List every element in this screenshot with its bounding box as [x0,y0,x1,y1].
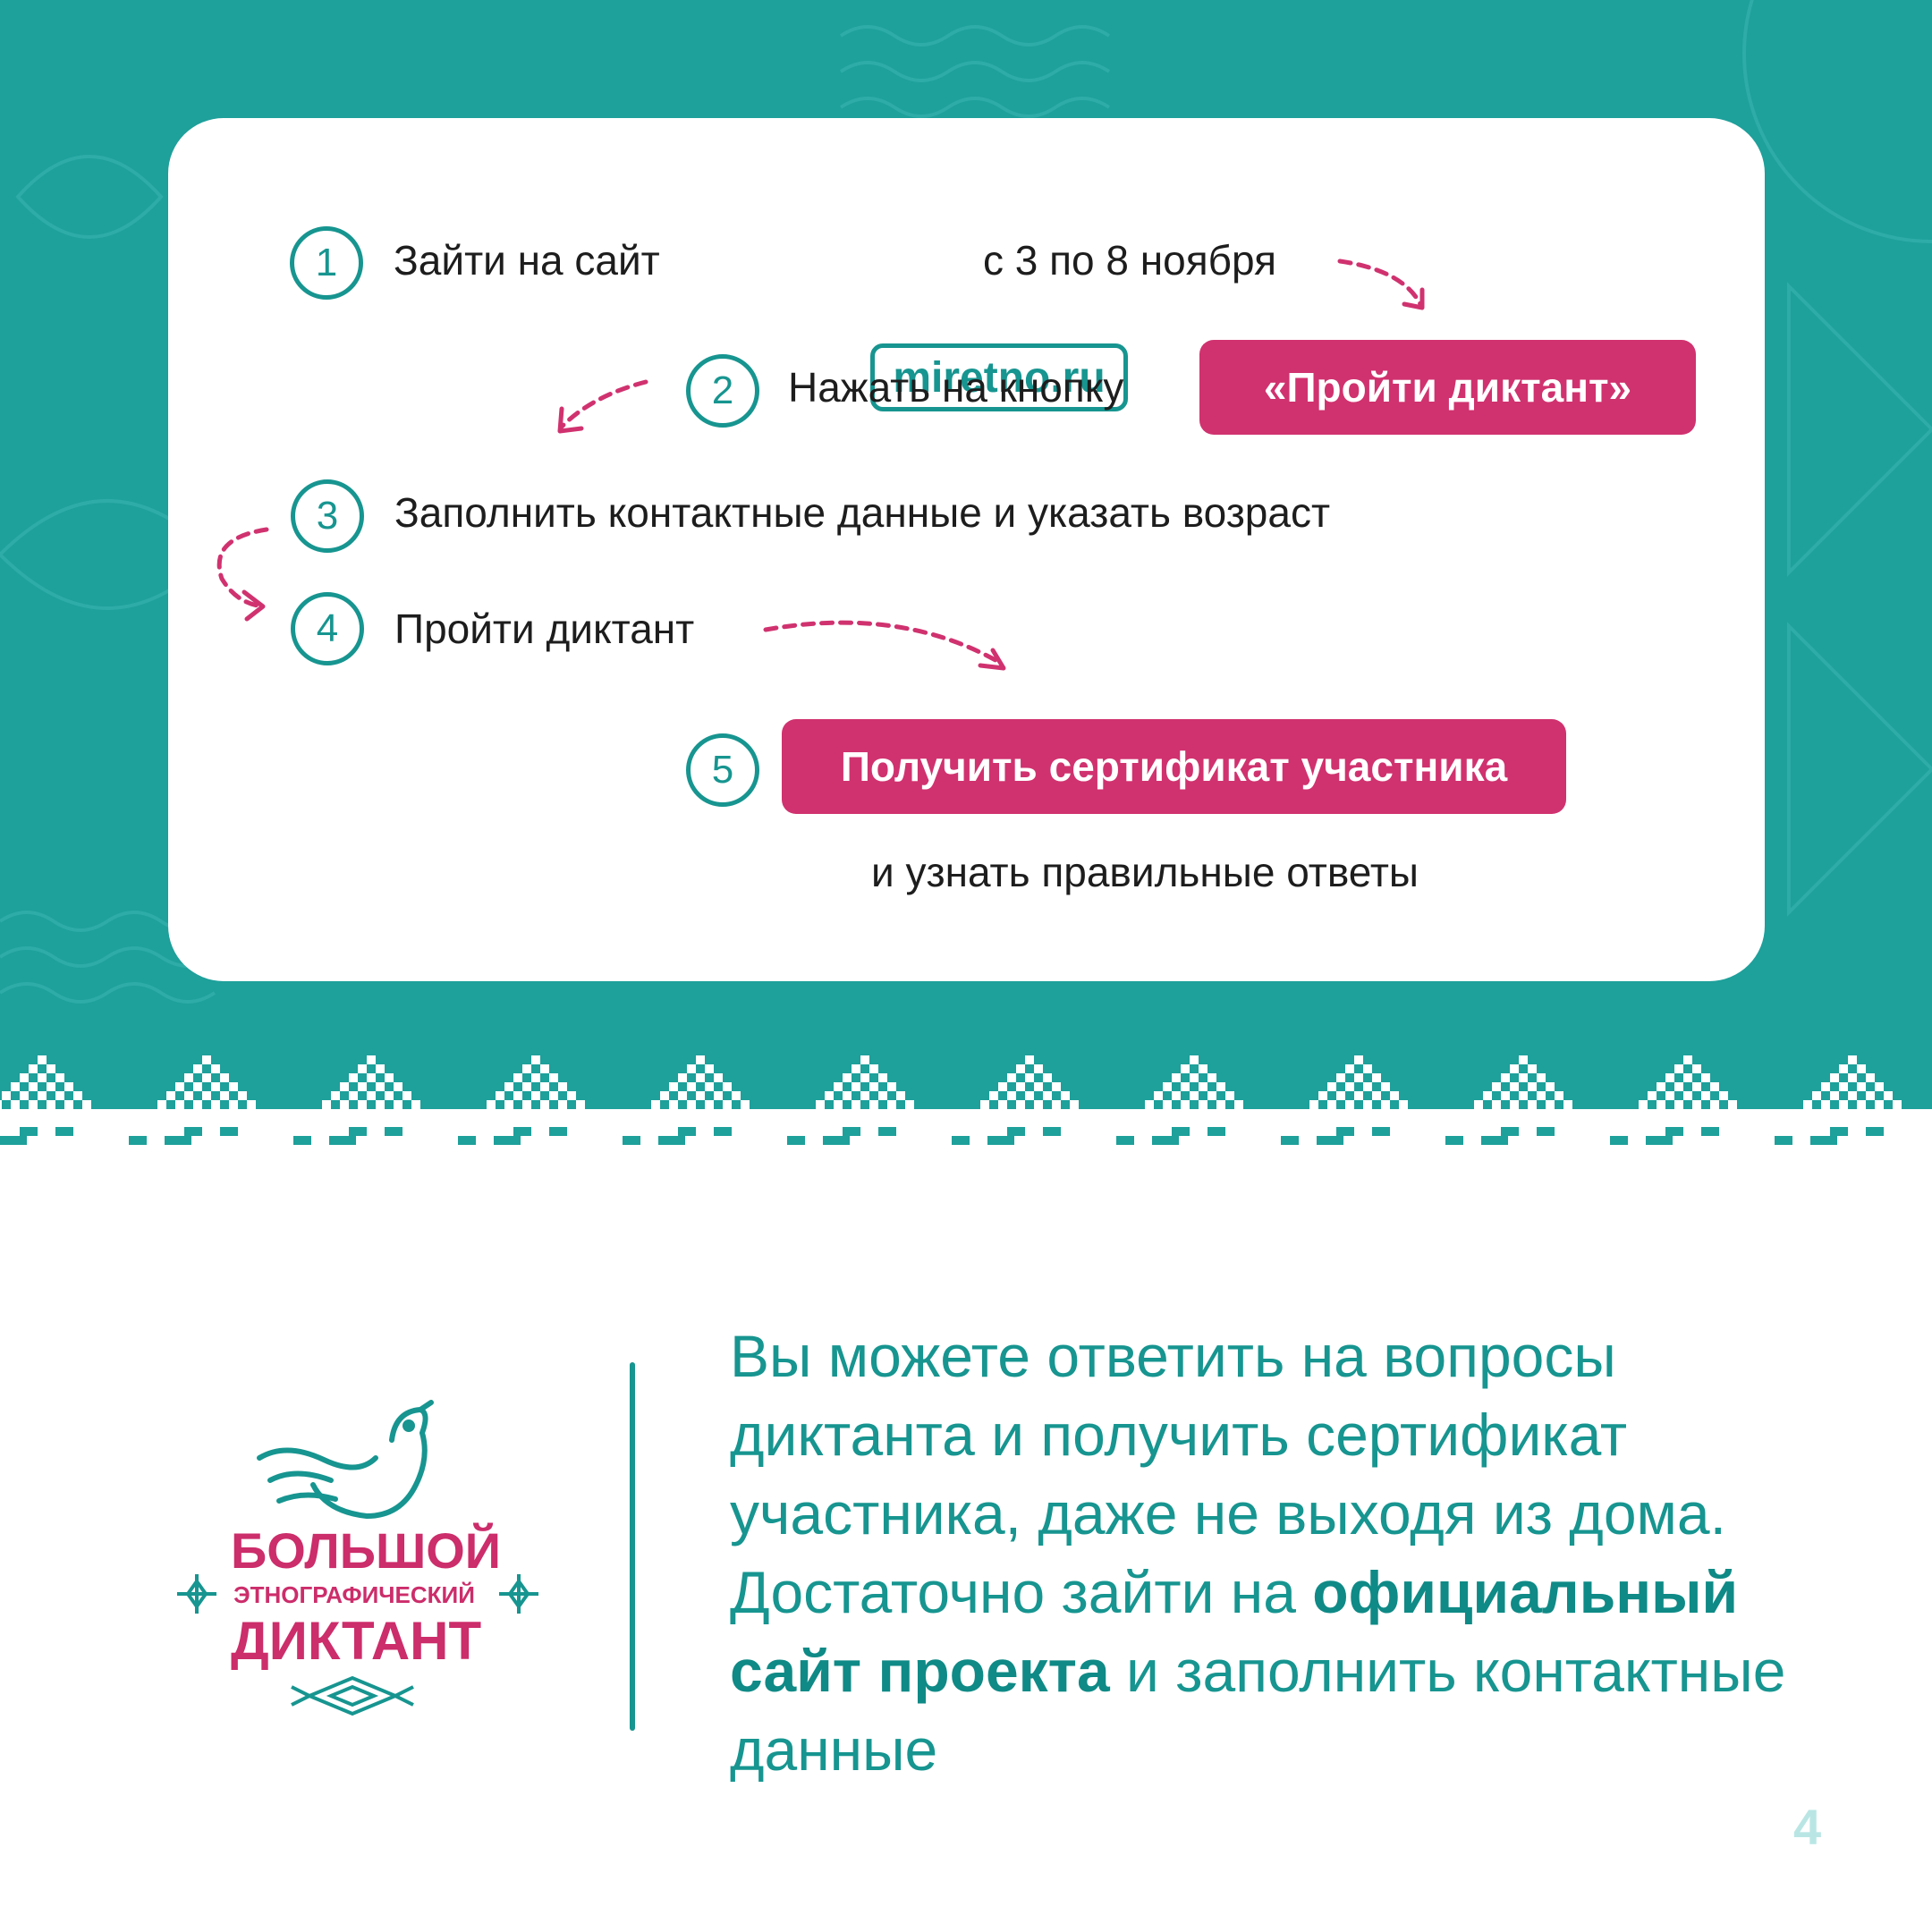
step-1-number: 1 [290,226,363,300]
step-4-number: 4 [291,592,364,665]
step-1-dates: с 3 по 8 ноября [983,237,1276,284]
get-certificate-button[interactable]: Получить сертификат участника [782,719,1566,814]
logo-line-3: ДИКТАНТ [231,1611,482,1671]
step-3-text: Заполнить контактные данные и указать во… [394,489,1331,536]
step-3-number: 3 [291,479,364,553]
site-link[interactable]: miretno.ru [870,343,1128,411]
paragraph-part-1: Вы можете ответить на вопросы диктанта и… [730,1323,1726,1625]
step-1-text: Зайти на сайт [394,237,660,284]
logo-line-1: БОЛЬШОЙ [231,1522,502,1579]
ornament-border [0,1055,1932,1154]
dashed-arrows [216,258,1425,671]
step-5-subtext: и узнать правильные ответы [871,849,1419,895]
divider [630,1362,635,1731]
page-number: 4 [1793,1799,1822,1855]
bird-icon [177,1400,538,1716]
step-2-number: 2 [686,354,759,428]
step-2-text: Нажать на кнопку [788,364,1124,411]
background-ornament [0,0,1932,1004]
info-paragraph: Вы можете ответить на вопросы диктанта и… [730,1317,1848,1789]
logo: БОЛЬШОЙ ЭТНОГРАФИЧЕСКИЙ ДИКТАНТ [161,1360,555,1717]
take-dictation-button[interactable]: «Пройти диктант» [1199,340,1696,435]
step-5-number: 5 [686,733,759,807]
official-site-text: официальный сайт проекта [730,1559,1739,1704]
steps-card: 1 Зайти на сайт miretno.ru с 3 по 8 нояб… [168,118,1765,981]
step-4-text: Пройти диктант [394,606,695,652]
paragraph-part-2: и заполнить контактные данные [730,1638,1786,1783]
logo-line-2: ЭТНОГРАФИЧЕСКИЙ [233,1581,475,1608]
